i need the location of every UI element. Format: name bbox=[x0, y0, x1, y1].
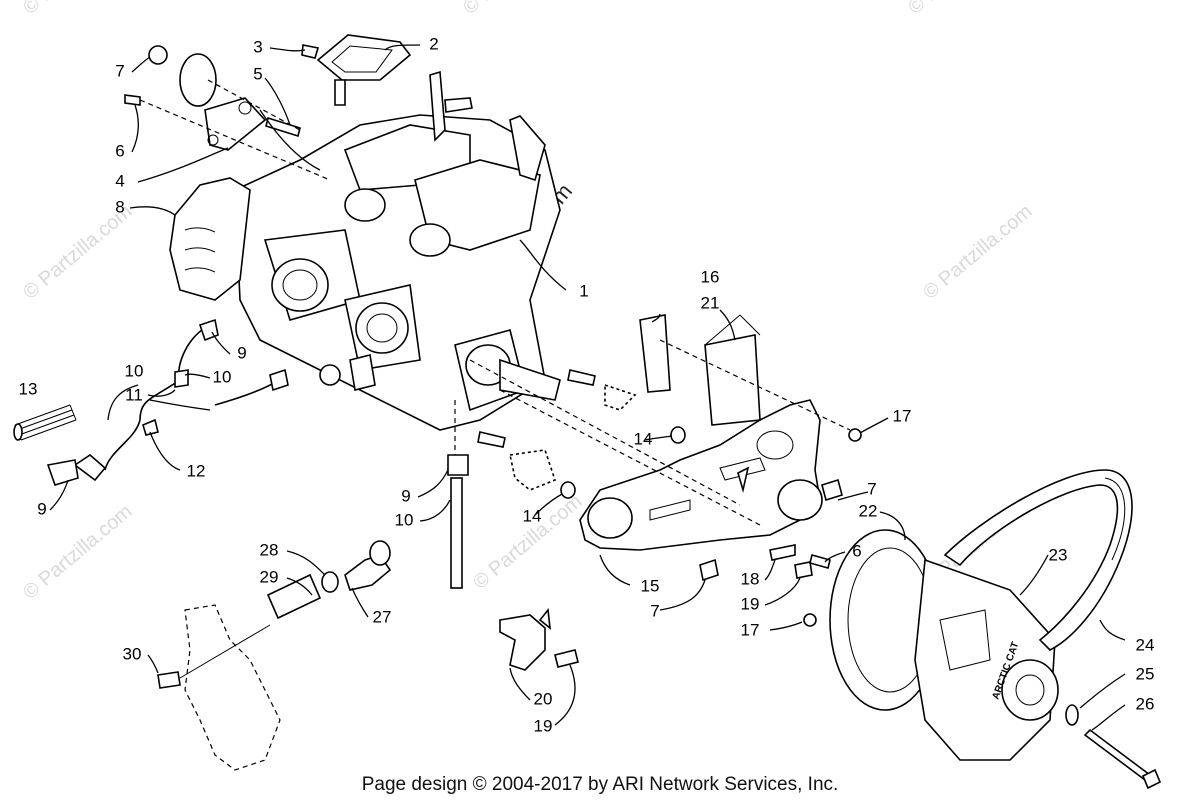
watermark: © Partzilla.com bbox=[904, 0, 1021, 19]
vent-hose bbox=[447, 400, 469, 589]
engine-block bbox=[169, 70, 561, 431]
spacer-plates bbox=[639, 314, 761, 426]
callout-label: 10 bbox=[213, 367, 232, 386]
callout-label: 27 bbox=[373, 607, 392, 626]
recoil-handle bbox=[316, 34, 412, 106]
drive-clutch: ARCTIC CAT bbox=[829, 529, 1059, 761]
callout-label: 1 bbox=[579, 281, 588, 300]
callout-label: 13 bbox=[19, 379, 38, 398]
callout-label: 28 bbox=[260, 540, 279, 559]
clip bbox=[301, 44, 320, 59]
watermark: © Partzilla.com bbox=[19, 0, 136, 19]
callout-label: 19 bbox=[741, 594, 760, 613]
callout-label: 3 bbox=[253, 37, 262, 56]
callout-label: 26 bbox=[1136, 694, 1155, 713]
callout-label: 10 bbox=[125, 361, 144, 380]
fuel-lines bbox=[46, 318, 289, 486]
callout-label: 23 bbox=[1049, 545, 1068, 564]
callout-label: 30 bbox=[123, 644, 142, 663]
mount-hardware bbox=[469, 339, 862, 627]
engine-mount-front bbox=[124, 45, 331, 181]
callout-label: 20 bbox=[534, 689, 553, 708]
callout-label: 24 bbox=[1136, 635, 1155, 654]
callout-labels: 1 2 3 4 5 6 7 8 9 10 10 11 13 9 12 9 10 … bbox=[19, 34, 1155, 735]
callout-label: 11 bbox=[125, 385, 143, 404]
small-bracket bbox=[499, 607, 579, 671]
callout-label: 9 bbox=[37, 499, 46, 518]
engine-plate bbox=[579, 399, 823, 551]
callout-label: 17 bbox=[741, 620, 760, 639]
callout-label: 17 bbox=[893, 406, 912, 425]
callout-label: 29 bbox=[260, 567, 279, 586]
spacer-hardware bbox=[266, 540, 392, 620]
spring bbox=[13, 404, 77, 441]
callout-label: 14 bbox=[634, 429, 653, 448]
callout-label: 5 bbox=[253, 64, 262, 83]
callout-label: 9 bbox=[237, 343, 246, 362]
callout-label: 25 bbox=[1136, 664, 1155, 683]
callout-label: 2 bbox=[429, 34, 438, 53]
clutch-bolt bbox=[1065, 704, 1162, 790]
watermark: © Partzilla.com bbox=[919, 200, 1036, 303]
callout-label: 10 bbox=[395, 510, 414, 529]
leader-lines bbox=[49, 44, 1126, 731]
drive-belt bbox=[943, 469, 1133, 651]
callout-label: 16 bbox=[701, 267, 720, 286]
callout-label: 4 bbox=[115, 171, 124, 190]
callout-label: 14 bbox=[523, 506, 542, 525]
callout-label: 7 bbox=[650, 601, 659, 620]
callout-label: 21 bbox=[701, 293, 720, 312]
callout-label: 9 bbox=[401, 486, 410, 505]
callout-label: 7 bbox=[867, 479, 876, 498]
callout-label: 15 bbox=[641, 576, 660, 595]
callout-label: 7 bbox=[115, 61, 124, 80]
page-footer: Page design © 2004-2017 by ARI Network S… bbox=[361, 774, 839, 795]
callout-label: 6 bbox=[852, 541, 861, 560]
chassis-plate bbox=[157, 604, 281, 771]
callout-label: 18 bbox=[741, 569, 760, 588]
watermark: © Partzilla.com bbox=[459, 0, 576, 19]
callout-label: 8 bbox=[115, 197, 124, 216]
callout-label: 22 bbox=[859, 501, 878, 520]
callout-label: 12 bbox=[187, 461, 206, 480]
callout-label: 19 bbox=[534, 716, 553, 735]
callout-label: 6 bbox=[115, 141, 124, 160]
